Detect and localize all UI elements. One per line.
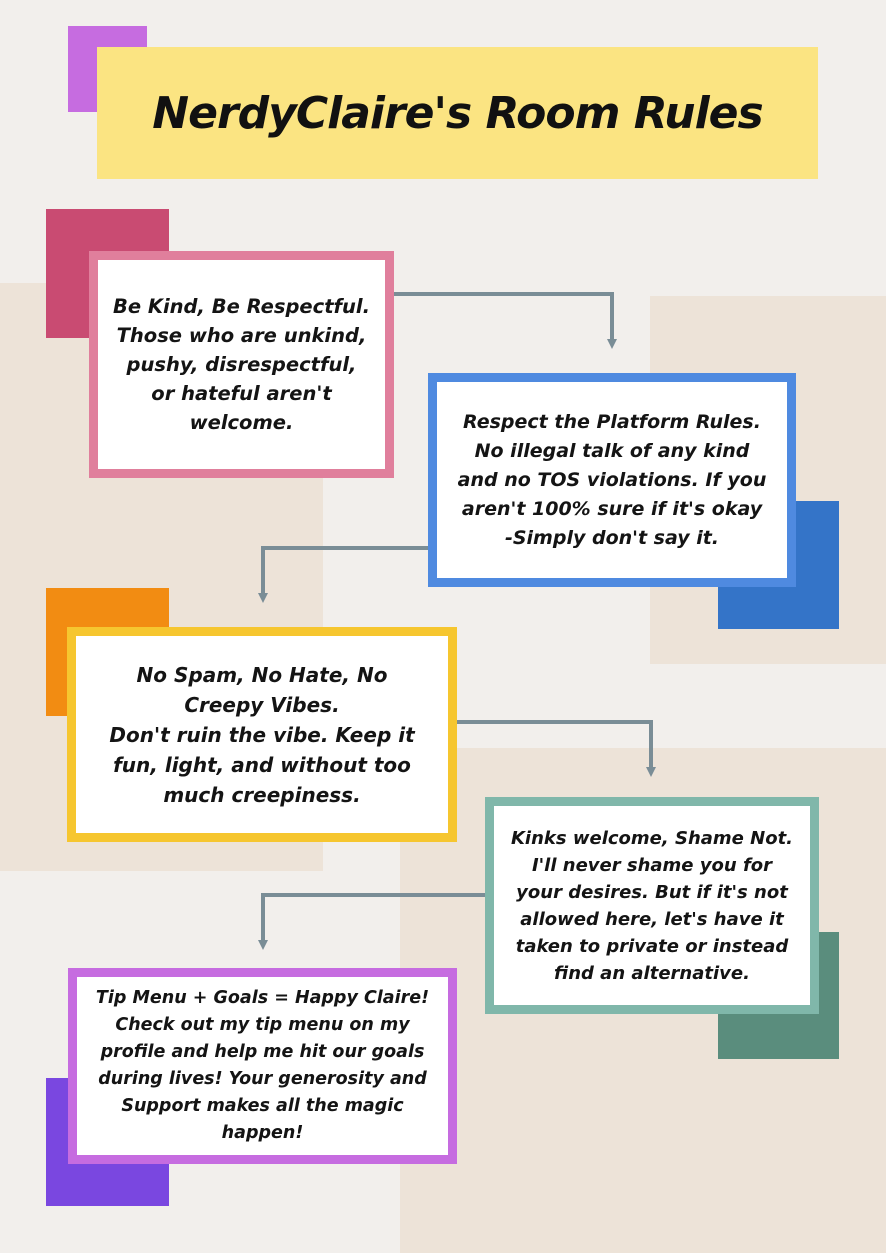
rule-box-1: Be Kind, Be Respectful. Those who are un… (89, 251, 394, 478)
rule-box-3: No Spam, No Hate, No Creepy Vibes. Don't… (67, 627, 457, 842)
rule-box-5: Tip Menu + Goals = Happy Claire! Check o… (68, 968, 457, 1164)
rule-5-text: Tip Menu + Goals = Happy Claire! Check o… (95, 988, 430, 1143)
arrow-rule3-to-rule4 (456, 720, 656, 777)
page-title: NerdyClaire's Room Rules (152, 87, 763, 139)
rule-1-text: Be Kind, Be Respectful. Those who are un… (113, 295, 370, 434)
arrow-lines (258, 292, 656, 950)
rule-2-text: Respect the Platform Rules. No illegal t… (457, 410, 767, 549)
arrow-rule2-to-rule3 (258, 546, 430, 603)
arrow-rule1-to-rule2 (394, 292, 617, 349)
rule-3-text: No Spam, No Hate, No Creepy Vibes. Don't… (109, 662, 415, 807)
title-banner: NerdyClaire's Room Rules (97, 47, 818, 179)
rule-4-text: Kinks welcome, Shame Not. I'll never sha… (510, 827, 794, 984)
rule-box-2: Respect the Platform Rules. No illegal t… (428, 373, 796, 587)
arrow-rule4-to-rule5 (258, 893, 486, 950)
rule-box-4: Kinks welcome, Shame Not. I'll never sha… (485, 797, 819, 1014)
